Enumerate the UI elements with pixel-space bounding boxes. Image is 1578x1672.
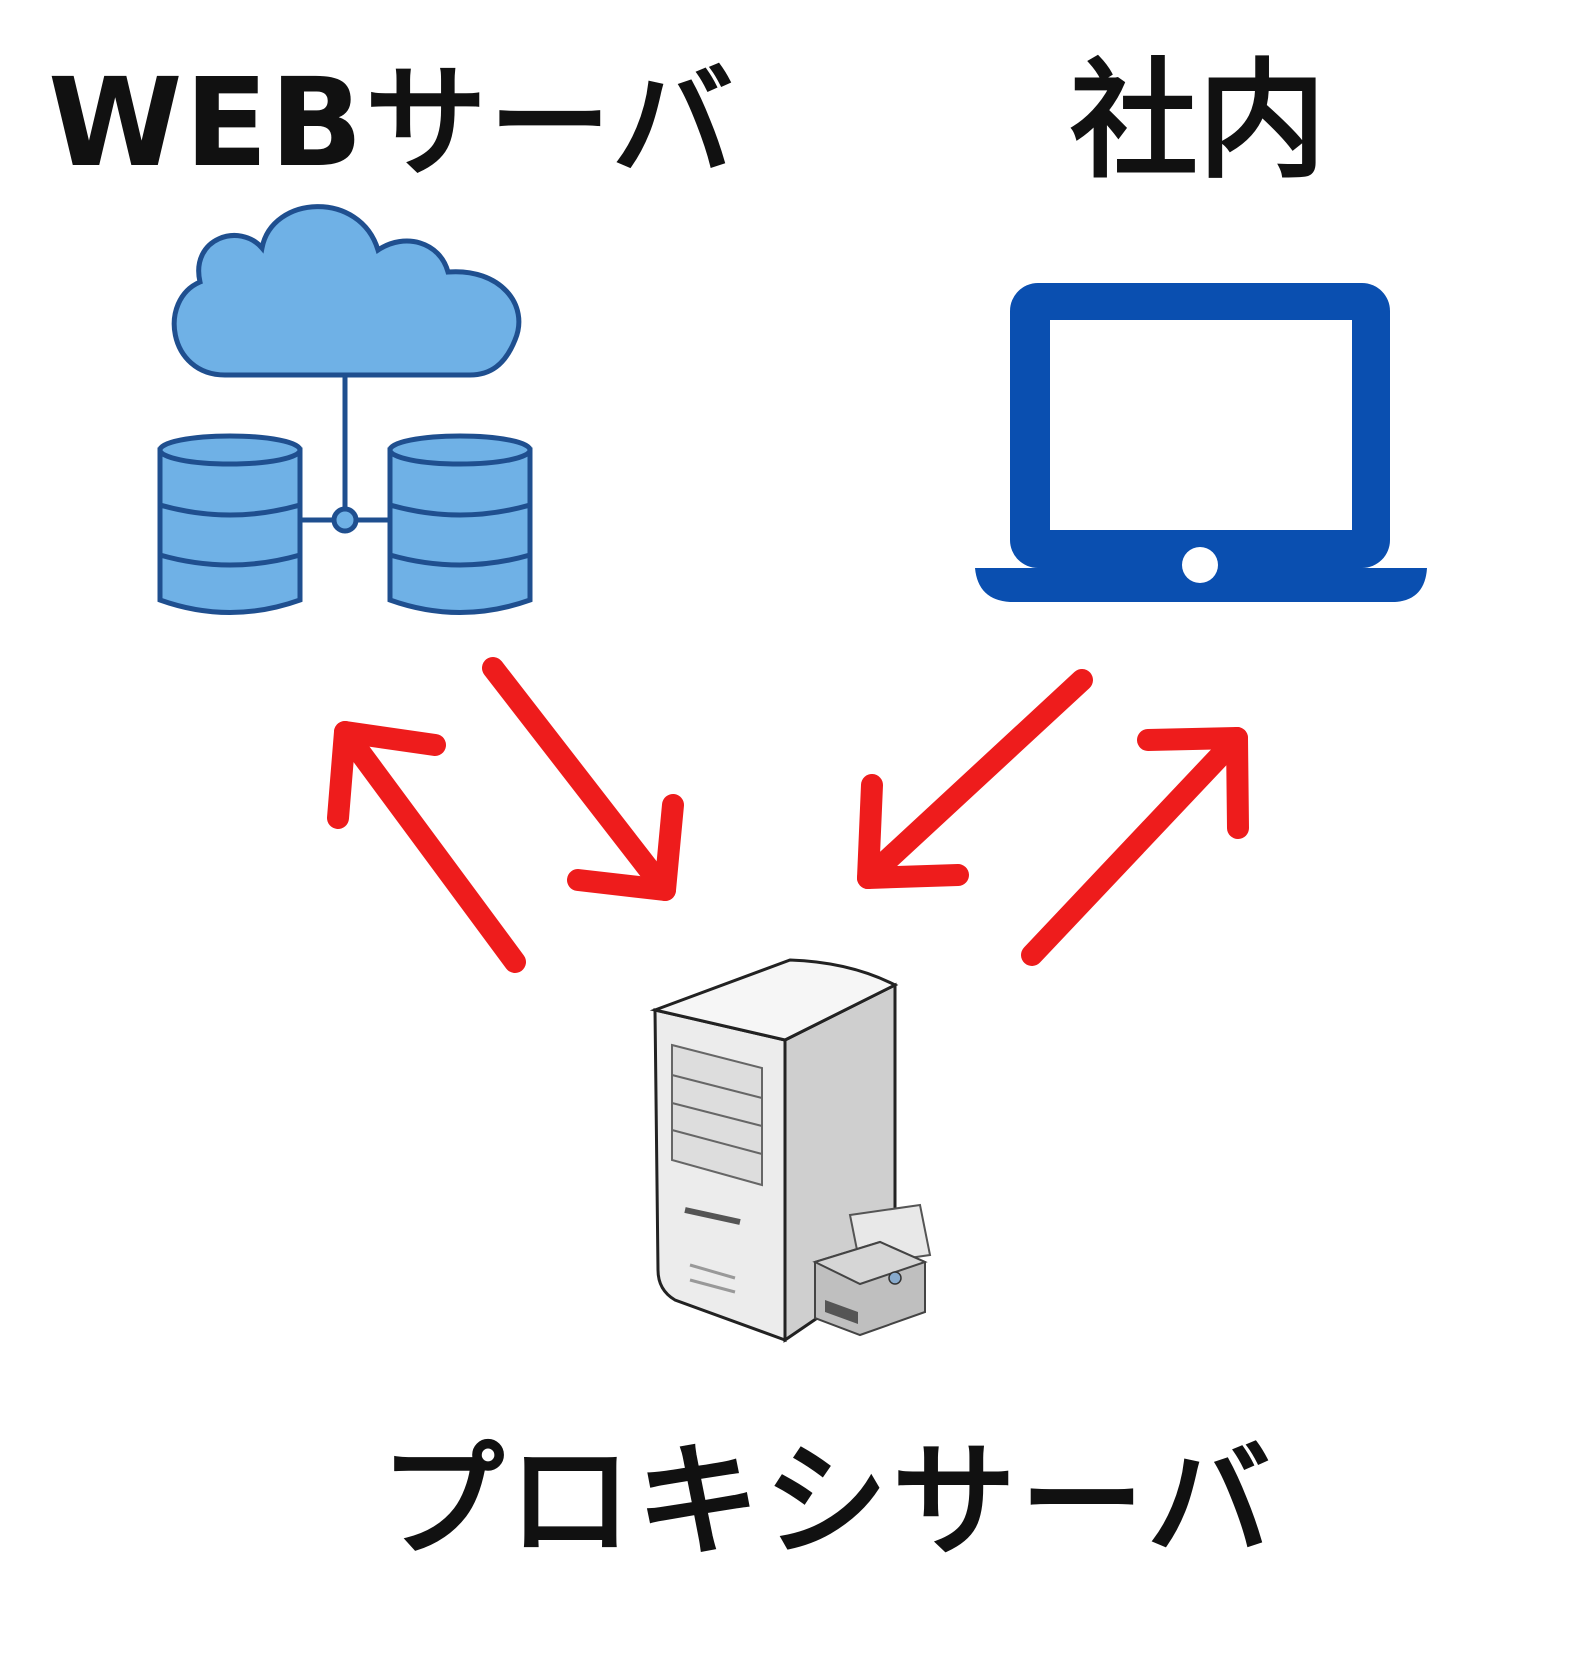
server-vent	[689, 1263, 736, 1294]
laptop-base	[975, 568, 1427, 602]
server-slot	[684, 1207, 741, 1225]
server-top	[649, 958, 899, 1042]
laptop-icon	[975, 283, 1427, 602]
cloud-database-icon	[157, 204, 533, 615]
arrow-proxy-to-web	[327, 721, 526, 973]
connector-node	[331, 506, 359, 534]
database-right	[387, 433, 533, 615]
server-tower-with-printer-icon	[649, 958, 932, 1343]
proxy-server-label: プロキシサーバ	[380, 1430, 1275, 1574]
printer-icon	[812, 1203, 932, 1337]
arrow-web-to-proxy	[482, 657, 684, 901]
arrows	[327, 657, 1249, 973]
arrow-proxy-to-internal	[1021, 727, 1249, 966]
laptop-camera	[1182, 547, 1218, 583]
laptop-screen	[1050, 320, 1352, 530]
arrow-internal-to-proxy	[857, 669, 1093, 889]
internal-label: 社内	[1070, 47, 1327, 196]
drive-bays	[671, 1043, 763, 1187]
cloud-shape	[171, 204, 522, 378]
database-left	[157, 433, 303, 615]
web-server-label: WEBサーバ	[48, 52, 736, 194]
